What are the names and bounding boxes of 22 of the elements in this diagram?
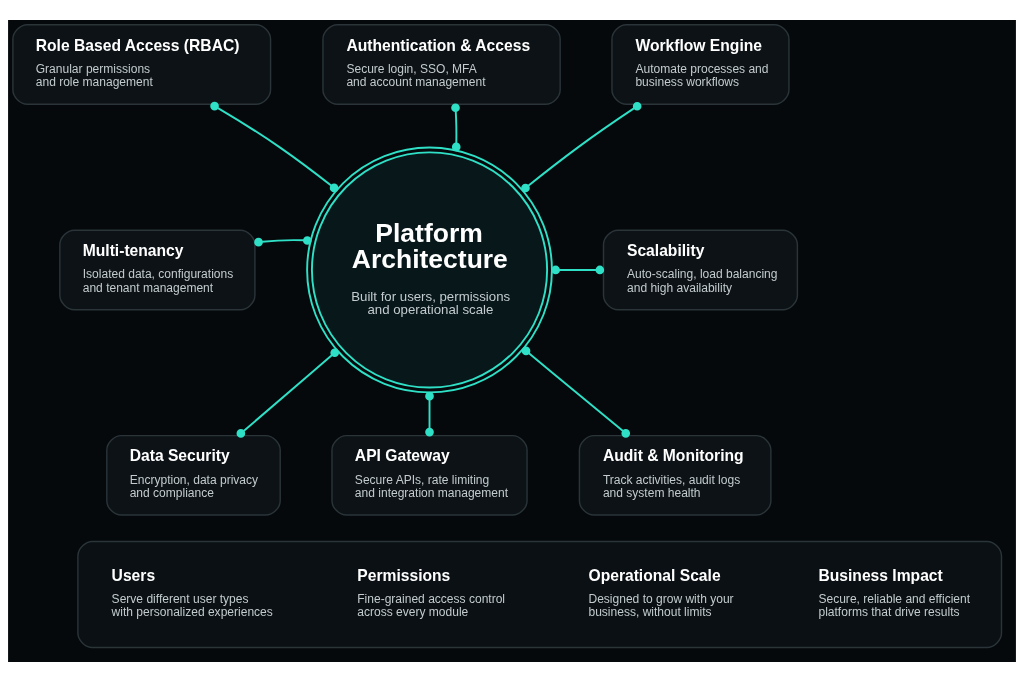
node-text: Users Serve different user types with personalized experiences: [111, 566, 273, 620]
cluster: [77, 540, 1003, 649]
node-box: Authentication & Access Secure login, SSO, MFA and account management: [322, 24, 561, 105]
node-box: Data Security Encryption, data privacy and compliance: [106, 434, 281, 516]
connector: [425, 391, 434, 437]
connector: [551, 265, 605, 275]
node-box: Workflow Engine Automate processes and business workflows: [611, 24, 790, 105]
node-text: Business Impact Secure, reliable and efficient platforms that drive results: [818, 566, 971, 620]
node-box: Role Based Access (RBAC) Granular permissions and role management: [12, 24, 272, 105]
node-box: Scalability Auto-scaling, load balancing and high availability: [602, 229, 799, 311]
node-text: Permissions Fine-grained access control across every module: [357, 566, 506, 620]
node-box: Multi-tenancy Isolated data, configurations and tenant management: [59, 229, 256, 311]
connector: [236, 348, 340, 438]
connector: [521, 101, 642, 193]
node-box: Audit & Monitoring Track activities, audit logs and system health: [578, 434, 772, 516]
connector: [521, 346, 631, 438]
connector: [210, 101, 339, 193]
connector: [451, 103, 461, 152]
node-text: Operational Scale Designed to grow with your business, without limits: [588, 566, 734, 620]
node-circle: Platform Architecture Built for users, permissions and operational scale: [306, 146, 553, 394]
node-box: API Gateway Secure APIs, rate limiting and integration management: [331, 434, 528, 516]
connector: [254, 236, 312, 247]
